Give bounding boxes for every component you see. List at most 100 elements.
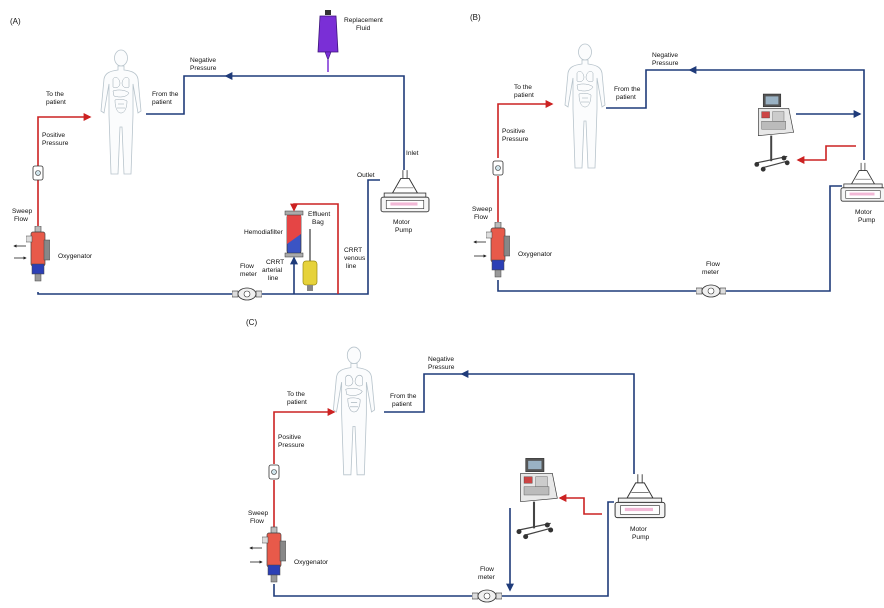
- panel-c-negative-1: Negative: [428, 356, 454, 363]
- panel-b-pump: [840, 162, 884, 202]
- panel-c-negative-line: [384, 373, 462, 413]
- panel-b-motor-2: Pump: [858, 217, 876, 224]
- panel-c-sweep-2: Flow: [250, 518, 264, 525]
- panel-c-to-patient-1: To the: [287, 391, 305, 398]
- panel-c-crrt-machine: [515, 457, 559, 541]
- panel-b-motor-1: Motor: [855, 209, 873, 216]
- panel-c: (C) To the patient From the patient Nega…: [246, 318, 666, 603]
- panel-b-flow-2: meter: [702, 269, 720, 276]
- panel-a-oxygenator: [26, 226, 50, 282]
- panel-a-arterial-2: arterial: [262, 267, 283, 274]
- panel-b-sweep-2: Flow: [474, 214, 488, 221]
- panel-c-flow-1: Flow: [480, 566, 494, 573]
- panel-b-negative-2: Pressure: [652, 60, 679, 67]
- panel-b-from-patient-1: From the: [614, 86, 641, 93]
- panel-a-from-patient-1: From the: [152, 91, 179, 98]
- panel-b-letter: (B): [470, 13, 481, 22]
- panel-a-arterial-1: CRRT: [266, 259, 284, 266]
- panel-b-top-line: [688, 66, 865, 160]
- panel-a-sensor: [32, 165, 44, 181]
- panel-c-positive-1: Positive: [278, 434, 301, 441]
- panel-b-sweep-1: Sweep: [472, 206, 492, 213]
- panel-a-pump: [380, 170, 430, 213]
- panel-b-from-patient-2: patient: [616, 94, 636, 101]
- panel-a-fluid-1: Replacement: [344, 17, 383, 24]
- panel-c-oxygenator: [262, 526, 286, 583]
- panel-c-sweep-1: Sweep: [248, 510, 268, 517]
- panel-c-positive-2: Pressure: [278, 442, 305, 449]
- panel-c-from-patient-2: patient: [392, 401, 412, 408]
- panel-a-venous-2: venous: [344, 255, 366, 262]
- panel-c-top-line: [460, 370, 635, 474]
- panel-b-oxygenator-label: Oxygenator: [518, 251, 553, 258]
- panel-b-to-patient-2: patient: [514, 92, 534, 99]
- panel-b-positive-line: [497, 100, 554, 158]
- panel-a-venous-3: line: [346, 263, 357, 270]
- panel-b-patient: [564, 43, 606, 169]
- panel-b-bottom-line: [497, 185, 842, 292]
- panel-c-to-patient-2: patient: [287, 399, 307, 406]
- panel-a-effluent-1: Effluent: [308, 211, 330, 218]
- panel-a-to-patient-2: patient: [46, 99, 66, 106]
- panel-a-from-patient-2: patient: [152, 99, 172, 106]
- panel-c-letter: (C): [246, 318, 257, 327]
- panel-a-patient: [100, 49, 142, 175]
- panel-c-crrt-out: [558, 494, 602, 515]
- panel-c-negative-2: Pressure: [428, 364, 455, 371]
- panel-b-to-patient-1: To the: [514, 84, 532, 91]
- panel-a-inlet: Inlet: [406, 150, 419, 157]
- panel-c-motor-2: Pump: [632, 534, 650, 541]
- panel-a-effluent-bag: [302, 229, 318, 291]
- panel-a-hemodiafilter-label: Hemodiafilter: [244, 229, 284, 236]
- panel-b-flow-1: Flow: [706, 261, 720, 268]
- panel-b-positive-1: Positive: [502, 128, 525, 135]
- panel-a-arterial-3: line: [268, 275, 279, 282]
- panel-b-negative-line: [606, 69, 690, 109]
- panel-b-negative-1: Negative: [652, 52, 678, 59]
- panel-a-fluid-bag: [317, 10, 339, 72]
- panel-b-flow-meter: [696, 284, 726, 298]
- panel-a-hemodiafilter: [284, 210, 304, 258]
- panel-a-flow-meter: [232, 287, 262, 301]
- panel-a-flow-2: meter: [240, 271, 258, 278]
- panel-a-negative-1: Negative: [190, 57, 216, 64]
- panel-a-letter: (A): [10, 17, 21, 26]
- panel-a-outlet: Outlet: [357, 172, 375, 179]
- panel-c-from-patient-1: From the: [390, 393, 417, 400]
- panel-c-sensor: [268, 464, 280, 480]
- panel-b-crrt-machine: [753, 92, 795, 173]
- panel-a: (A) To the patient From the pat: [10, 10, 430, 301]
- panel-a-motor-1: Motor: [393, 219, 411, 226]
- panel-a-negative-2: Pressure: [190, 65, 217, 72]
- panel-c-bottom-line: [273, 501, 614, 597]
- panel-a-oxygenator-label: Oxygenator: [58, 253, 93, 260]
- panel-a-positive-2: Pressure: [42, 140, 69, 147]
- panel-c-pump: [614, 474, 666, 519]
- panel-a-negative-line: [146, 75, 226, 115]
- panel-c-patient: [332, 346, 376, 476]
- panel-c-flow-2: meter: [478, 574, 496, 581]
- panel-c-oxygenator-label: Oxygenator: [294, 559, 329, 566]
- panel-a-fluid-2: Fluid: [356, 25, 371, 32]
- panel-c-motor-1: Motor: [630, 526, 648, 533]
- panel-b-positive-2: Pressure: [502, 136, 529, 143]
- panel-b-oxygenator: [486, 222, 510, 278]
- panel-a-bottom-line: [37, 179, 380, 295]
- panel-a-top-line: [224, 72, 405, 170]
- panel-a-effluent-2: Bag: [312, 219, 324, 226]
- panel-a-sweep-2: Flow: [14, 216, 28, 223]
- panel-b: (B) To the patient From the patient Nega…: [470, 13, 884, 298]
- panel-a-crrt-venous-line: [290, 203, 339, 294]
- panel-a-venous-1: CRRT: [344, 247, 362, 254]
- panel-c-flow-meter: [472, 589, 502, 603]
- panel-a-flow-1: Flow: [240, 263, 254, 270]
- panel-b-crrt-out: [796, 145, 856, 164]
- panel-a-positive-line: [37, 113, 92, 170]
- panel-a-sweep-1: Sweep: [12, 208, 32, 215]
- panel-a-to-patient-1: To the: [46, 91, 64, 98]
- panel-a-motor-2: Pump: [395, 227, 413, 234]
- panel-c-positive-line: [273, 408, 336, 464]
- panel-a-positive-1: Positive: [42, 132, 65, 139]
